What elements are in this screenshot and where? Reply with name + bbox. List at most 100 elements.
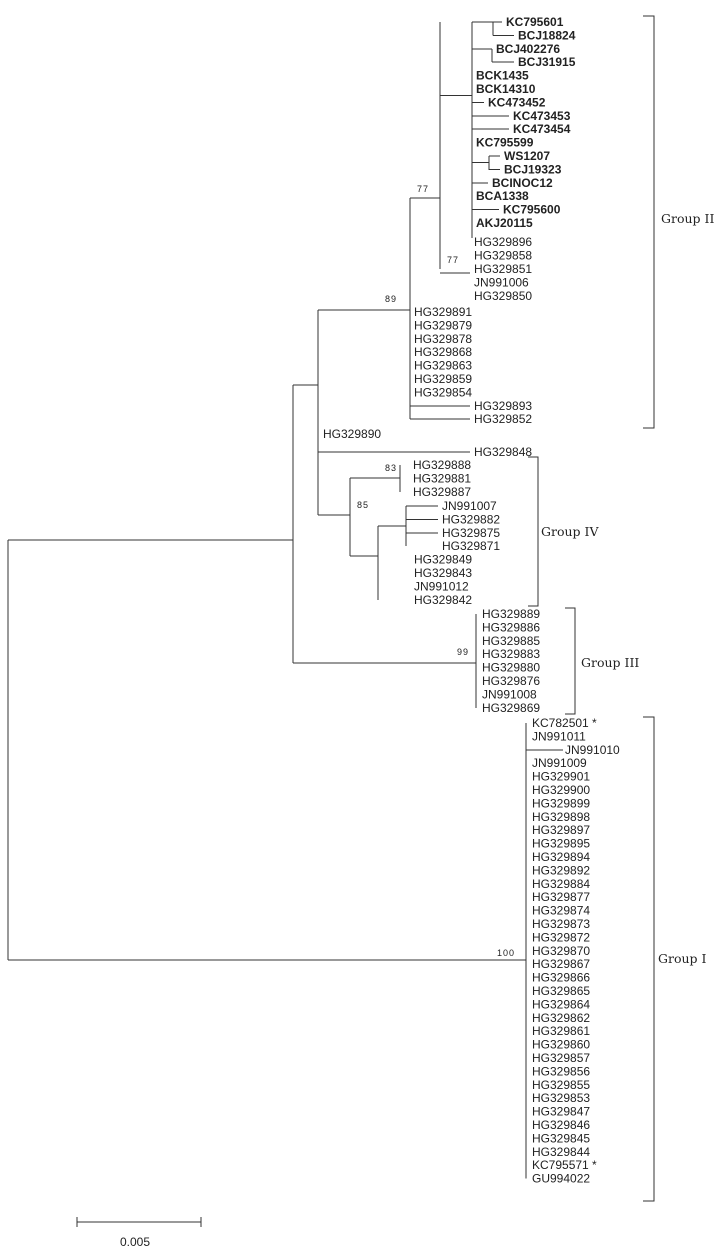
leaf-label: JN991010 [565,743,620,757]
leaf-label: HG329876 [482,674,540,688]
leaf-label: HG329885 [482,634,540,648]
leaf-label: HG329850 [474,289,532,303]
leaf-label: HG329873 [532,917,590,931]
leaf-label: HG329864 [532,997,590,1011]
branch-horizontal [293,614,477,708]
leaf-label: HG329888 [413,458,471,472]
leaf-label: AKJ20115 [476,216,533,230]
group-iv-bracket [528,456,539,607]
leaf-label: HG329845 [532,1131,590,1145]
leaf-label: HG329848 [474,445,532,459]
leaf-label: HG329901 [532,770,590,784]
branch-horizontal [410,405,470,420]
bootstrap-value-77-top: 77 [417,184,429,194]
leaf-label: HG329856 [532,1064,590,1078]
leaf-label: BCINOC12 [492,176,553,190]
leaf-label: KC782501 * [532,716,597,730]
leaf-label: HG329857 [532,1051,590,1065]
leaf-label: BCJ402276 [496,42,560,56]
group-ii-bracket [643,15,655,429]
leaf-label: HG329870 [532,944,590,958]
leaf-label: HG329854 [414,385,472,399]
group-iv-label: Group IV [541,524,599,539]
leaf-label: HG329853 [532,1091,590,1105]
leaf-label: HG329869 [482,701,540,715]
leaf-label: JN991008 [482,687,537,701]
tree-branches [7,21,563,1179]
leaf-label: HG329899 [532,796,590,810]
leaf-label: HG329891 [414,305,472,319]
branch-horizontal [8,723,527,1179]
leaf-label: HG329851 [474,262,532,276]
leaf-label: HG329880 [482,661,540,675]
branch-horizontal [492,22,514,36]
branch-horizontal [350,465,401,492]
leaf-label: GU994022 [532,1172,590,1186]
bootstrap-value-99: 99 [457,647,469,657]
branch-horizontal [472,155,500,170]
leaf-label: HG329847 [532,1105,590,1119]
leaf-label: KC795571 * [532,1158,597,1172]
leaf-label: JN991012 [414,579,469,593]
leaf-label: KC795600 [503,203,561,217]
leaf-label: KC473453 [513,109,571,123]
leaf-label: HG329892 [532,863,590,877]
leaf-label: HG329874 [532,904,590,918]
branch-horizontal [491,48,514,63]
leaf-label: HG329843 [414,566,472,580]
leaf-label: HG329881 [413,471,471,485]
leaf-label: HG329867 [532,957,590,971]
leaf-label: BCJ31915 [518,55,576,69]
leaf-label: HG329877 [532,890,590,904]
leaf-label: HG329886 [482,620,540,634]
group-iii-bracket [565,607,576,715]
leaf-label: KC795601 [506,15,564,29]
tree-leaf-labels: KC795601BCJ18824BCJ402276BCJ31915BCK1435… [413,15,620,1186]
leaf-label: KC473454 [513,122,571,136]
leaf-label: HG329875 [442,526,500,540]
leaf-label: BCA1338 [476,189,529,203]
leaf-label: HG329842 [414,593,472,607]
leaf-label: HG329872 [532,930,590,944]
leaf-label: KC795599 [476,136,534,150]
leaf-label: BCJ18824 [518,28,576,42]
leaf-label: HG329871 [442,539,500,553]
leaf-label: HG329858 [474,249,532,263]
leaf-label: JN991011 [532,729,586,743]
leaf-label: HG329844 [532,1145,590,1159]
leaf-label: HG329846 [532,1118,590,1132]
branch-horizontal [350,526,379,600]
leaf-label: JN991006 [474,276,529,290]
group-i-bracket [643,716,655,1202]
leaf-label: HG329883 [482,647,540,661]
branch-horizontal [406,505,438,534]
leaf-label: HG329861 [532,1024,590,1038]
leaf-label: HG329878 [414,332,472,346]
bootstrap-value-85: 85 [357,500,369,510]
group-iii-label: Group III [581,655,639,670]
scale-bar [76,1217,202,1227]
bootstrap-value-100: 100 [497,948,515,958]
leaf-label: HG329868 [414,345,472,359]
leaf-label: HG329894 [532,850,590,864]
leaf-label: HG329900 [532,783,590,797]
leaf-label: JN991009 [532,756,587,770]
internal-node-label-hg329890: HG329890 [323,427,381,441]
leaf-label: HG329884 [532,877,590,891]
leaf-label: KC473452 [488,95,546,109]
leaf-label: HG329849 [414,553,472,567]
bootstrap-value-83: 83 [385,463,397,473]
bootstrap-value-77-inner: 77 [447,255,459,265]
leaf-label: HG329860 [532,1038,590,1052]
branch-horizontal [378,506,407,547]
leaf-label: HG329887 [413,485,471,499]
leaf-label: HG329852 [474,412,532,426]
leaf-label: BCJ19323 [504,162,562,176]
leaf-label: HG329862 [532,1011,590,1025]
leaf-label: HG329889 [482,607,540,621]
leaf-label: HG329863 [414,359,472,373]
leaf-label: BCK1435 [476,69,529,83]
bootstrap-value-89: 89 [385,294,397,304]
leaf-label: HG329865 [532,984,590,998]
